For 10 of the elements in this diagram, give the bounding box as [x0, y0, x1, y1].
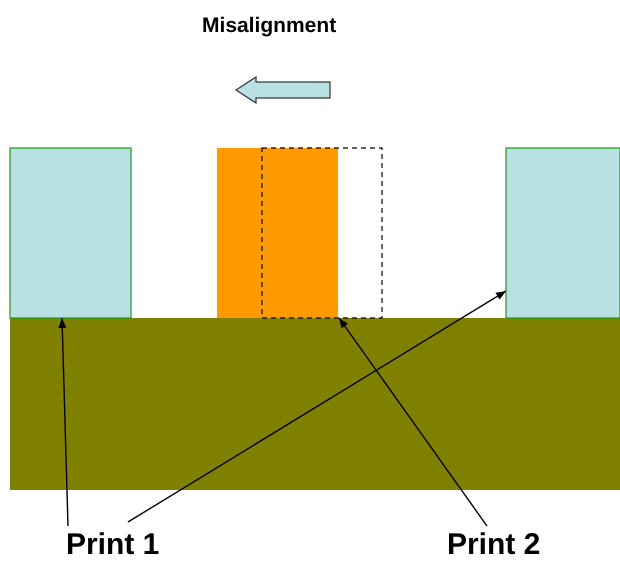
callout-label: Print 2: [447, 528, 540, 562]
leader-line: [128, 290, 506, 523]
heading-label: Misalignment: [202, 14, 336, 38]
leader-line: [338, 318, 488, 526]
dashed-outline: [261, 147, 383, 319]
leader-line: [58, 318, 69, 526]
printed-bar: [217, 148, 338, 318]
pad-block: [9, 147, 132, 319]
callout-label: Print 1: [66, 528, 160, 562]
pad-block: [505, 147, 620, 319]
